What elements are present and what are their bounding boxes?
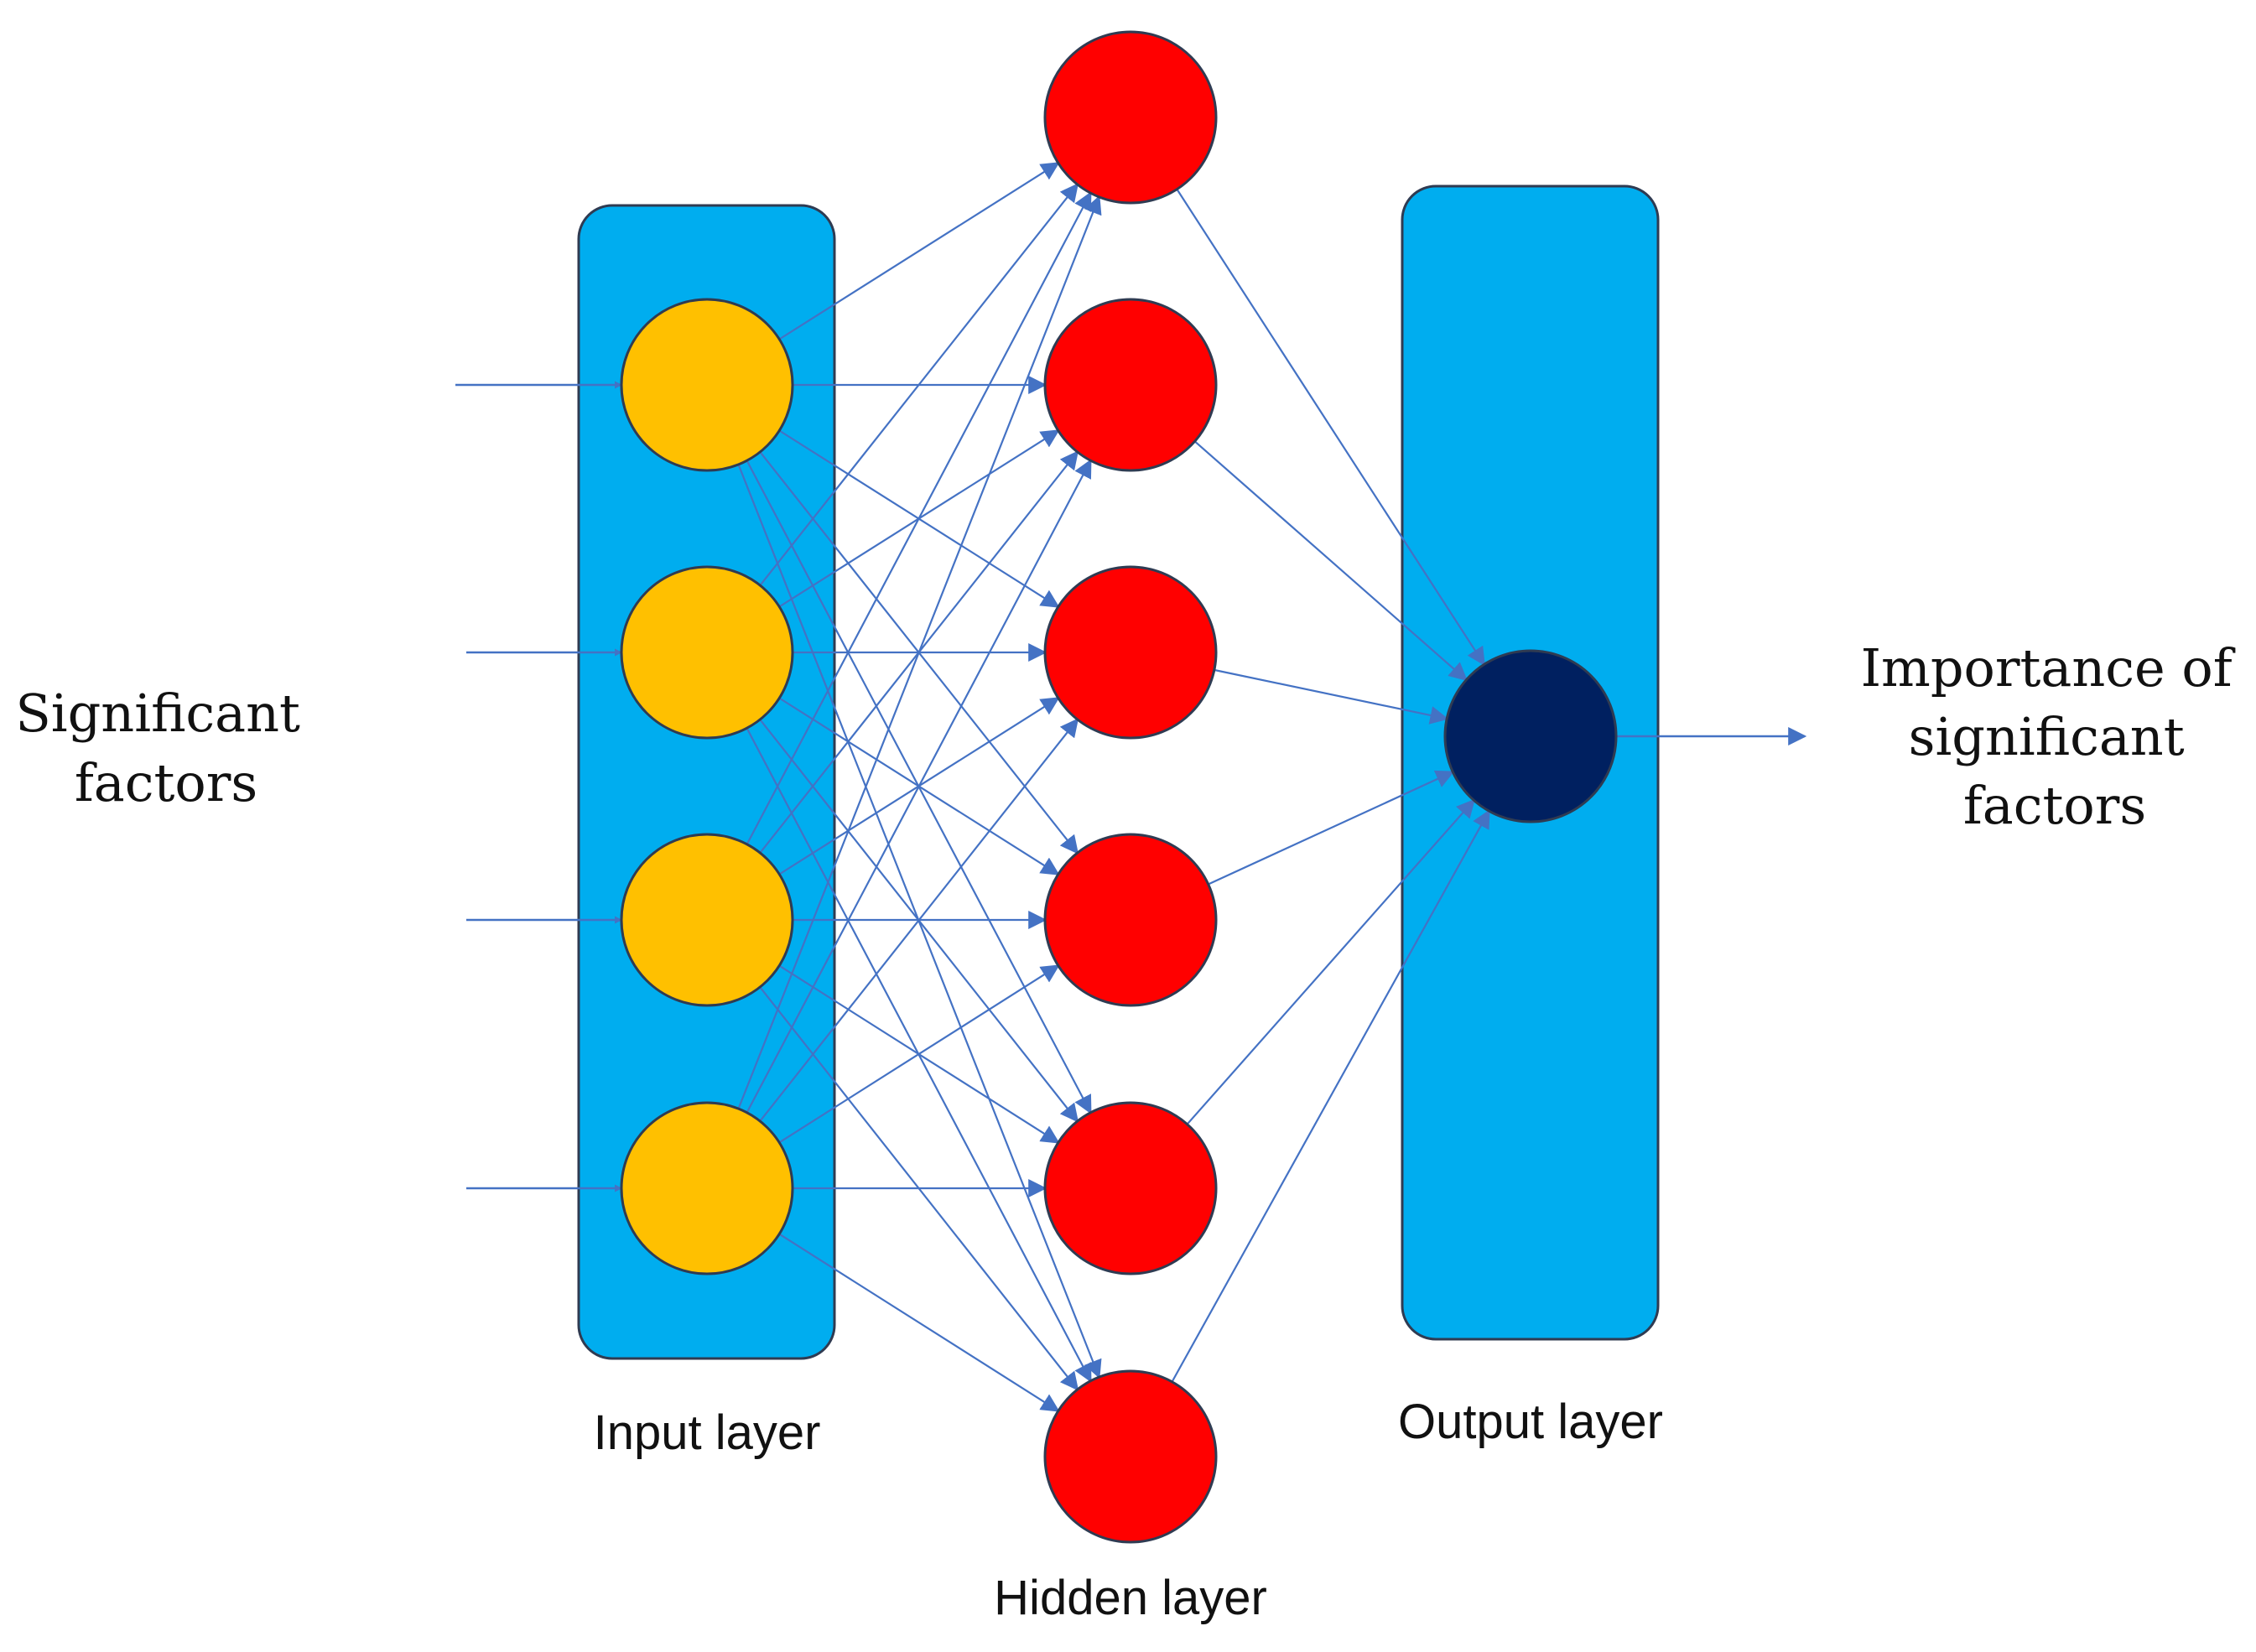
hidden-layer-label: Hidden layer [994,1571,1267,1625]
edge-input-2-hidden-1 [756,183,1079,590]
hidden-node-5 [1043,1101,1218,1275]
edge-input-4-hidden-4 [775,964,1060,1146]
input-node-2 [620,565,794,740]
edge-input-2-hidden-4 [775,694,1060,875]
hidden-node-6 [1043,1369,1218,1544]
edge-input-3-hidden-5 [775,962,1060,1144]
edge-input-1-hidden-4 [756,448,1079,855]
inputs-side-label: Significant factors [15,683,316,813]
edge-hidden-6-output-1 [1169,809,1490,1386]
input-nodes [620,298,794,1275]
hidden-node-3 [1043,565,1218,740]
edge-input-2-hidden-5 [756,715,1079,1123]
edge-input-3-hidden-6 [756,983,1079,1391]
edge-hidden-1-output-1 [1173,184,1485,667]
output-side-label-line-2: significant [1909,706,2185,767]
input-layer-box [577,204,836,1360]
inputs-side-label-line-2: factors [75,752,257,813]
edge-hidden-5-output-1 [1183,798,1475,1129]
input-node-1 [620,298,794,472]
output-layer-label: Output layer [1398,1395,1663,1449]
edge-input-4-hidden-2 [744,459,1092,1117]
input-layer-label: Input layer [594,1405,821,1460]
input-node-4 [620,1101,794,1275]
edge-hidden-4-output-1 [1203,770,1455,887]
output-side-label: Importance of significant factors [1861,637,2249,836]
edge-input-1-hidden-1 [775,162,1060,343]
hidden-node-1 [1043,30,1218,205]
edge-input-1-hidden-3 [775,427,1060,608]
hidden-nodes [1043,30,1218,1544]
edge-hidden-3-output-1 [1209,668,1449,725]
hidden-node-4 [1043,833,1218,1007]
edge-input-3-hidden-1 [744,191,1092,849]
input-node-3 [620,833,794,1007]
edge-input-4-hidden-1 [736,195,1102,1114]
inputs-side-label-line-1: Significant [15,683,300,744]
output-side-label-line-3: factors [1963,775,2146,836]
input-arrows [455,381,622,1192]
edge-input-4-hidden-3 [756,718,1079,1125]
edge-input-3-hidden-3 [775,697,1060,878]
edge-input-2-hidden-2 [775,429,1060,610]
output-side-label-line-1: Importance of [1861,637,2236,699]
edge-hidden-2-output-1 [1191,438,1468,682]
output-node-1 [1443,649,1618,823]
connections [736,162,1490,1412]
output-nodes [1443,649,1618,823]
hidden-node-2 [1043,298,1218,472]
edge-input-4-hidden-6 [775,1230,1060,1412]
